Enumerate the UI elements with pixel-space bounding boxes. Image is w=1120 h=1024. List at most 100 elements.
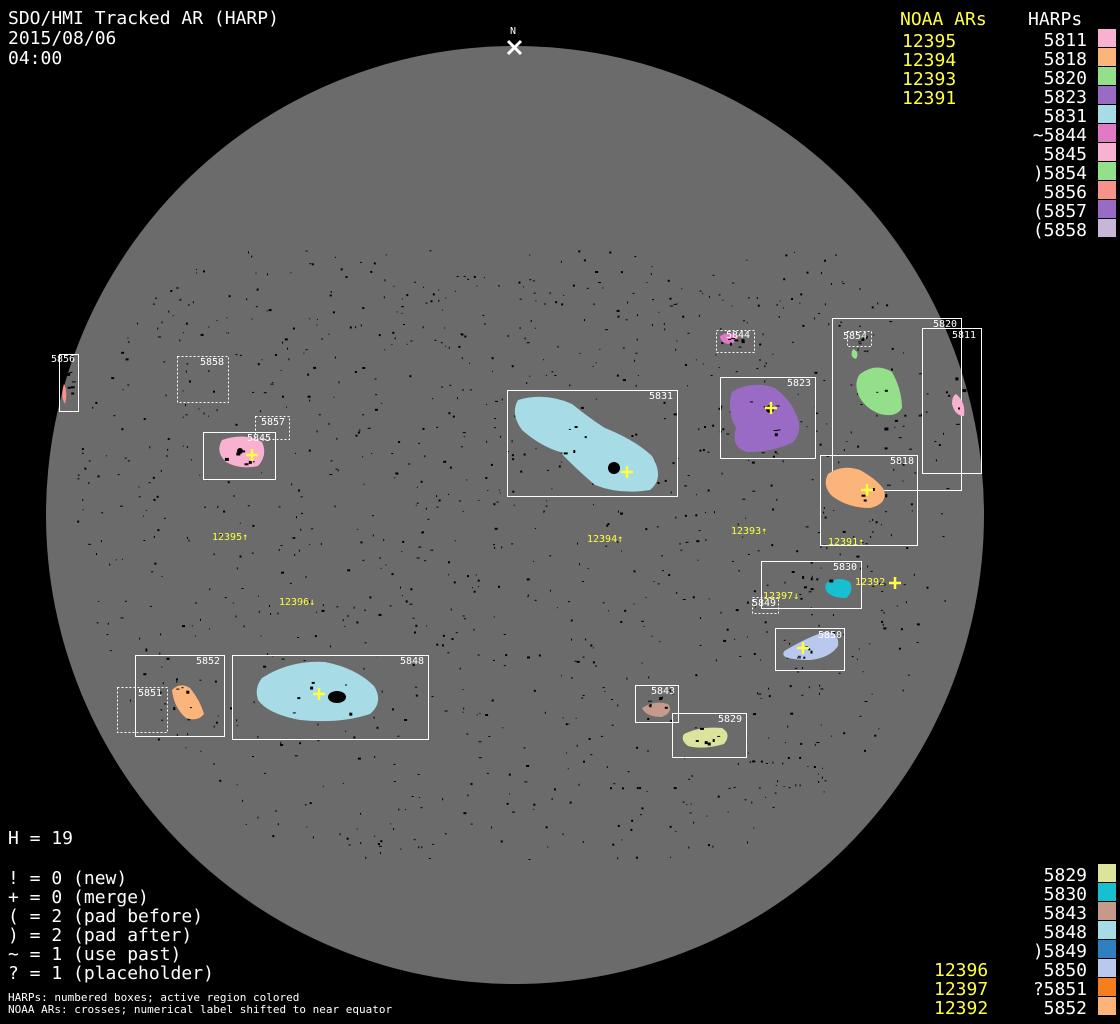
status-code-item: ) = 2 (pad after) (8, 925, 193, 946)
noaa-region-label: 12396↓ (279, 597, 316, 608)
speckle (364, 609, 366, 611)
speckle (431, 696, 434, 697)
speckle (281, 571, 284, 574)
speckle (864, 701, 868, 702)
speckle (77, 520, 80, 523)
speckle (903, 352, 904, 354)
speckle (124, 457, 127, 459)
speckle (799, 756, 802, 759)
speckle (506, 802, 509, 805)
speckle (756, 297, 758, 299)
speckle (492, 370, 493, 372)
speckle (551, 371, 554, 373)
speckle (871, 306, 874, 309)
speckle (203, 270, 205, 273)
speckle (303, 352, 305, 354)
speckle (272, 835, 275, 838)
speckle (401, 306, 405, 308)
speckle (820, 724, 822, 726)
speckle (702, 449, 705, 452)
speckle (650, 273, 652, 276)
harp-list-item: ?5851 (1032, 979, 1087, 1000)
speckle (785, 742, 786, 744)
speckle (460, 446, 463, 448)
speckle (161, 576, 163, 577)
speckle (757, 550, 760, 552)
speckle (606, 766, 608, 769)
speckle (280, 369, 282, 371)
speckle (611, 724, 614, 726)
speckle (127, 460, 130, 462)
speckle (496, 501, 499, 503)
noaa-cross-icon (246, 449, 258, 461)
speckle (485, 477, 488, 479)
speckle (322, 604, 324, 607)
speckle (557, 345, 559, 348)
speckle (309, 600, 310, 603)
speckle (859, 325, 861, 327)
speckle (787, 657, 789, 659)
speckle (942, 536, 945, 537)
speckle (401, 595, 403, 597)
speckle (602, 602, 605, 604)
sunspot-speck (704, 741, 708, 745)
speckle (464, 335, 467, 338)
speckle (290, 272, 292, 274)
speckle (647, 718, 650, 720)
speckle (185, 414, 188, 416)
speckle (400, 848, 402, 850)
speckle (360, 812, 362, 815)
active-region-5831 (514, 396, 659, 492)
speckle (764, 380, 766, 383)
status-code-item: ? = 1 (placeholder) (8, 963, 214, 984)
speckle (545, 505, 548, 507)
speckle (800, 293, 803, 296)
speckle (533, 292, 536, 294)
speckle (790, 712, 794, 715)
speckle (412, 617, 415, 619)
speckle (409, 375, 412, 378)
speckle (526, 342, 530, 344)
harp-box-5856 (59, 354, 79, 412)
speckle (353, 736, 356, 739)
speckle (670, 719, 673, 722)
speckle (138, 486, 140, 488)
speckle (257, 816, 259, 819)
speckle (702, 363, 704, 365)
speckle (778, 316, 780, 318)
speckle (943, 432, 944, 435)
speckle (905, 601, 907, 604)
speckle (906, 547, 909, 549)
speckle (518, 281, 521, 284)
speckle (797, 670, 799, 673)
speckle (576, 744, 578, 747)
speckle (785, 254, 788, 257)
speckle (370, 270, 373, 273)
speckle (187, 719, 191, 721)
sunspot-speck (712, 739, 715, 742)
speckle (857, 393, 859, 395)
speckle (555, 301, 558, 304)
sunspot-speck (345, 684, 347, 686)
speckle (746, 259, 748, 261)
speckle (185, 404, 186, 407)
speckle (535, 300, 537, 302)
speckle (577, 542, 578, 545)
speckle (824, 303, 826, 306)
harp-list-item: 5843 (1043, 903, 1087, 924)
speckle (838, 672, 841, 674)
speckle (593, 303, 595, 305)
speckle (189, 380, 191, 383)
speckle (196, 272, 198, 274)
speckle (263, 392, 267, 394)
sunspot-speck (244, 463, 249, 466)
speckle (500, 435, 502, 438)
speckle (373, 716, 375, 719)
speckle (726, 628, 729, 631)
speckle (708, 844, 710, 847)
speckle (298, 549, 300, 552)
speckle (257, 735, 259, 738)
speckle (482, 314, 485, 316)
speckle (375, 394, 378, 396)
